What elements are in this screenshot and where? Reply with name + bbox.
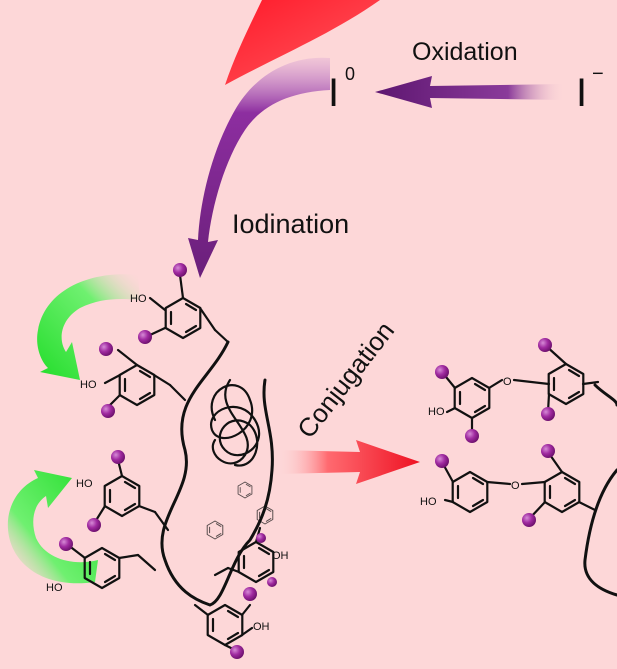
iodine-atom xyxy=(243,587,257,601)
iodine-atom xyxy=(541,444,555,458)
iodine-atom xyxy=(256,533,266,543)
red-source-arrow xyxy=(225,0,380,85)
iodine-atom xyxy=(101,404,115,418)
iodine-atom xyxy=(267,577,277,587)
ether-oxygen-label: O xyxy=(511,480,520,492)
iodine-atom xyxy=(435,365,449,379)
polymer-backbone-right xyxy=(583,383,617,597)
iodine-atom xyxy=(522,513,536,527)
iodine-atom xyxy=(87,518,101,532)
oxidation-label: Oxidation xyxy=(412,38,518,66)
conjugation-label: Conjugation xyxy=(291,316,400,444)
iodine-atom xyxy=(99,342,113,356)
iodide-superscript: − xyxy=(592,63,604,85)
tyrosine-ring-6 xyxy=(193,603,254,652)
oxidation-arrow xyxy=(375,76,565,108)
iodine-atom xyxy=(230,645,244,659)
ether-oxygen-label: O xyxy=(503,376,512,388)
iodide-symbol: I xyxy=(576,71,587,115)
green-arrow-lower xyxy=(7,470,98,584)
hydroxyl-label: HO xyxy=(428,406,445,418)
hydroxyl-label: OH xyxy=(253,621,270,633)
tyrosine-ring-top xyxy=(148,273,230,344)
iodine-atom xyxy=(465,429,479,443)
iodine-atoms xyxy=(59,263,555,659)
iodine-atom xyxy=(138,330,152,344)
protein-fold xyxy=(210,378,261,467)
tyrosine-ring-2 xyxy=(103,348,187,407)
iodine-atom xyxy=(538,338,552,352)
hydroxyl-label: HO xyxy=(420,496,437,508)
iodine-atom xyxy=(59,537,73,551)
iodination-label: Iodination xyxy=(232,209,349,239)
tyrosine-ring-3 xyxy=(93,458,170,532)
hydroxyl-label: HO xyxy=(80,379,97,391)
dimer-top xyxy=(440,343,600,435)
hydroxyl-label: HO xyxy=(130,293,147,305)
green-arrow-upper xyxy=(37,274,141,380)
iodine-zero-superscript: 0 xyxy=(345,64,355,84)
polymer-backbone-left xyxy=(160,340,274,607)
iodination-arrow xyxy=(188,57,330,278)
conjugation-arrow xyxy=(278,440,420,484)
iodine-atom xyxy=(111,450,125,464)
iodine-atom xyxy=(541,407,555,421)
hydroxyl-label: OH xyxy=(272,550,289,562)
iodine-atom xyxy=(173,263,187,277)
iodine-zero-symbol: I xyxy=(328,71,339,115)
iodine-atom xyxy=(435,454,449,468)
hydroxyl-label: HO xyxy=(46,582,63,594)
hydroxyl-label: HO xyxy=(76,478,93,490)
